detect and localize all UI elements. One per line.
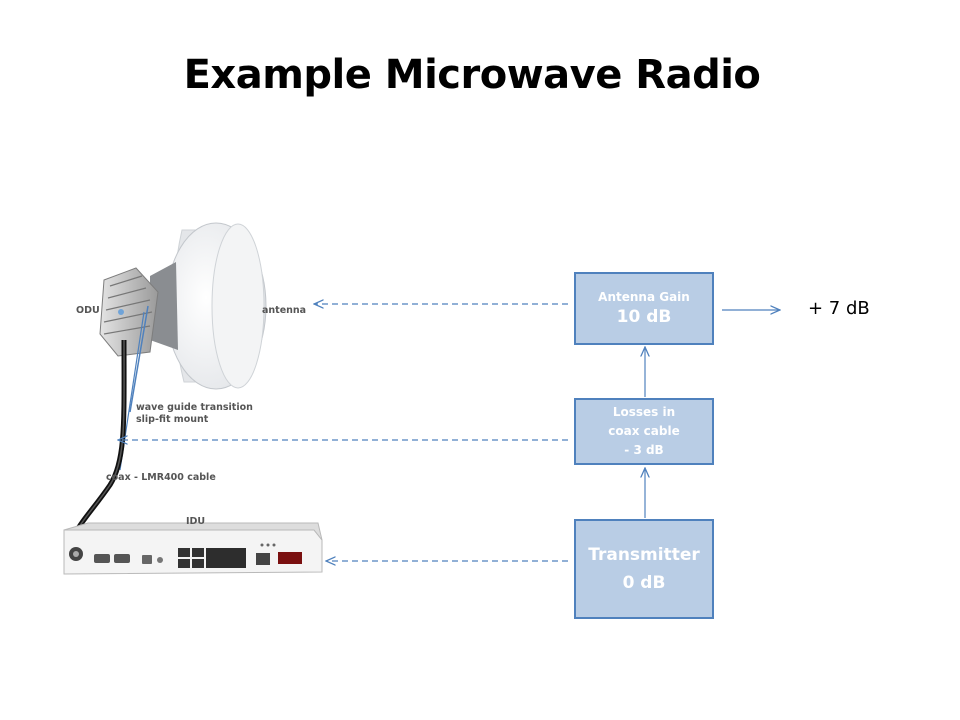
waveguide-callout-line xyxy=(129,305,149,413)
coax-photo-label: coax - LMR400 cable xyxy=(106,472,216,483)
antenna-photo-label: antenna xyxy=(262,305,307,316)
coax-loss-line1: Losses in xyxy=(612,405,676,419)
antenna-gain-value: 10 dB xyxy=(616,307,672,327)
antenna-dish-image xyxy=(150,222,267,390)
odu-unit-image xyxy=(99,267,159,357)
net-gain-result: + 7 dB xyxy=(808,298,870,319)
transmitter-label: Transmitter xyxy=(588,545,700,565)
waveguide-label: wave guide transition slip-fit mount xyxy=(136,402,253,425)
slide-title: Example Microwave Radio xyxy=(183,52,761,98)
antenna-gain-block: Antenna Gain 10 dB xyxy=(574,272,714,345)
antenna-gain-label: Antenna Gain xyxy=(598,290,690,304)
transmitter-block: Transmitter 0 dB xyxy=(574,519,714,619)
odu-label: ODU xyxy=(76,305,100,316)
coax-loss-block: Losses in coax cable - 3 dB xyxy=(574,398,714,465)
transmitter-value: 0 dB xyxy=(622,573,666,593)
coax-loss-value: - 3 dB xyxy=(624,443,664,457)
idu-unit-image xyxy=(63,522,323,575)
idu-label: IDU xyxy=(186,516,206,527)
coax-loss-line2: coax cable xyxy=(608,424,680,438)
